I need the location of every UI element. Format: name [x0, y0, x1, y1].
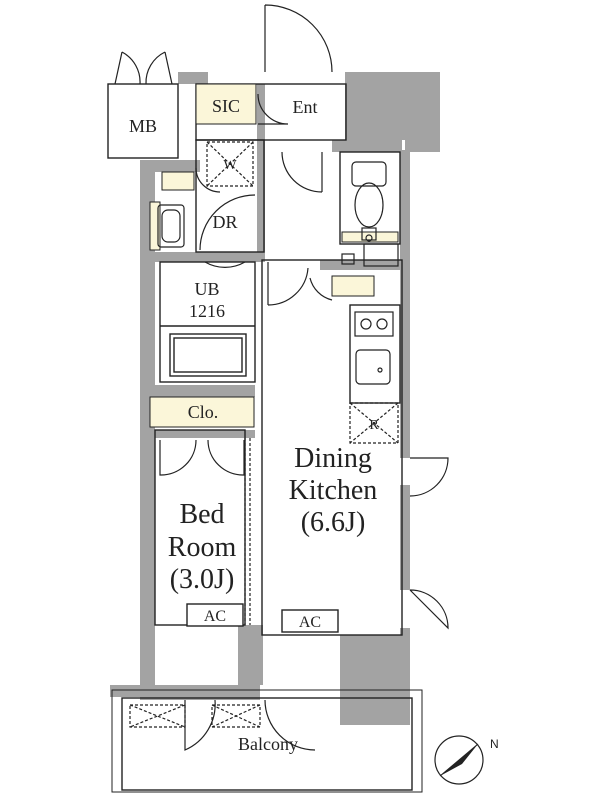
label-sic: SIC — [212, 96, 240, 116]
doors — [114, 4, 449, 751]
label-bedroom-size: (3.0J) — [170, 564, 235, 595]
label-ub: UB — [194, 279, 219, 299]
label-ac-bedroom: AC — [204, 608, 226, 625]
label-dining-kitchen: Dining — [294, 443, 372, 474]
label-bedroom-2: Room — [168, 532, 237, 563]
compass-circle — [434, 735, 484, 785]
highlighted-areas — [149, 83, 399, 428]
label-dining-kitchen-size: (6.6J) — [301, 507, 366, 538]
ac-dk-box — [281, 609, 339, 633]
structural-walls — [110, 72, 440, 725]
label-ub-size: 1216 — [189, 301, 225, 321]
ac-bedroom-box — [186, 603, 244, 627]
label-dr: DR — [212, 212, 237, 232]
label-ac-dk: AC — [299, 614, 321, 631]
label-bedroom: Bed — [179, 499, 224, 530]
compass-label: N — [490, 737, 499, 751]
label-dining-kitchen-2: Kitchen — [289, 475, 378, 506]
label-closet: Clo. — [188, 402, 219, 422]
compass: N — [434, 735, 499, 785]
label-mb: MB — [129, 116, 157, 136]
label-ent: Ent — [293, 97, 318, 117]
label-balcony: Balcony — [238, 734, 298, 754]
fixtures — [129, 141, 399, 728]
label-fridge: R — [369, 418, 379, 433]
label-w: W — [223, 158, 237, 173]
